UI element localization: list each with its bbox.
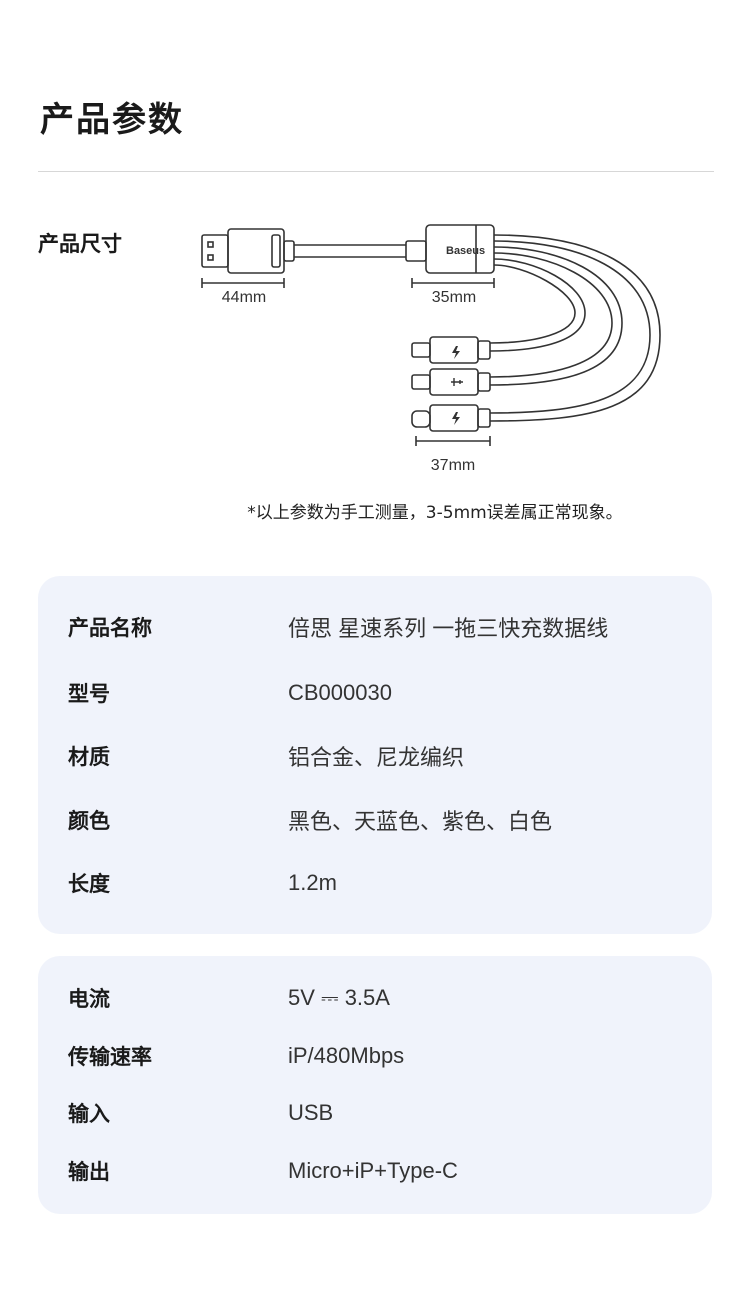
dim-label-splitter: 35mm (431, 289, 477, 306)
spec-label: 产品名称 (68, 616, 152, 640)
cable-drawing: Baseus (201, 224, 661, 446)
dim-label-connector: 37mm (430, 457, 476, 474)
spec-value: Micro+iP+Type-C (288, 1158, 458, 1183)
spec-label: 输出 (68, 1160, 110, 1184)
lightning-icon-1 (452, 346, 460, 359)
usb-icon (451, 378, 463, 386)
usb-a-plug-tip (201, 234, 229, 268)
spec-label: 传输速率 (68, 1045, 152, 1069)
spec-label: 颜色 (68, 809, 110, 833)
spec-label: 电流 (68, 987, 110, 1011)
dim-label-usb: 44mm (221, 289, 267, 306)
spec-row: 型号 CB000030 (38, 673, 712, 713)
spec-row: 电流 5V ⎓ 3.5A (38, 978, 712, 1018)
brand-label: Baseus (446, 245, 485, 257)
cable-dimension-diagram: Baseus 44mm 35mm 37mm (190, 205, 690, 495)
title-divider (38, 171, 714, 172)
lightning-icon-3 (452, 412, 460, 425)
spec-label: 材质 (68, 745, 110, 769)
spec-panel-1: 产品名称 倍思 星速系列 一拖三快充数据线 型号 CB000030 材质 铝合金… (38, 576, 712, 934)
page-title: 产品参数 (40, 100, 184, 140)
spec-value: 黑色、天蓝色、紫色、白色 (288, 809, 553, 834)
spec-value: CB000030 (288, 680, 392, 705)
spec-label: 型号 (68, 682, 110, 706)
spec-row: 输出 Micro+iP+Type-C (38, 1151, 712, 1191)
spec-row: 颜色 黑色、天蓝色、紫色、白色 (38, 800, 712, 840)
splitter-housing (425, 224, 495, 274)
spec-value: 1.2m (288, 870, 337, 895)
spec-value: 铝合金、尼龙编织 (288, 745, 465, 770)
spec-value: iP/480Mbps (288, 1043, 405, 1068)
size-section-label: 产品尺寸 (38, 232, 122, 256)
spec-label: 输入 (68, 1102, 110, 1126)
spec-row: 输入 USB (38, 1093, 712, 1133)
spec-row: 产品名称 倍思 星速系列 一拖三快充数据线 (38, 607, 712, 647)
spec-value: USB (288, 1100, 334, 1125)
spec-label: 长度 (68, 872, 110, 896)
measurement-note: *以上参数为手工测量，3-5mm误差属正常现象。 (247, 503, 623, 523)
spec-value: 倍思 星速系列 一拖三快充数据线 (288, 616, 609, 641)
spec-panel-2: 电流 5V ⎓ 3.5A 传输速率 iP/480Mbps 输入 USB 输出 M… (38, 956, 712, 1214)
spec-row: 长度 1.2m (38, 863, 712, 903)
spec-row: 材质 铝合金、尼龙编织 (38, 736, 712, 776)
spec-row: 传输速率 iP/480Mbps (38, 1036, 712, 1076)
spec-value: 5V ⎓ 3.5A (288, 985, 390, 1010)
